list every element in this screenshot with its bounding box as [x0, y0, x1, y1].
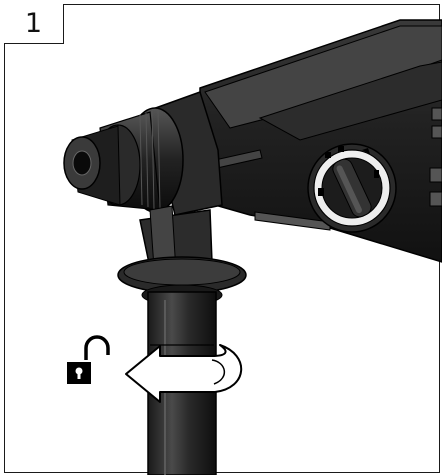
open-padlock-icon [67, 335, 110, 384]
step-number: 1 [24, 8, 43, 39]
drill-chuck [63, 91, 223, 216]
drill-housing [199, 19, 442, 263]
mode-selector-dial [307, 143, 397, 233]
rotate-counterclockwise-arrow-icon [125, 344, 243, 403]
side-handle-collar [139, 205, 213, 273]
step-number-box: 1 [4, 4, 64, 44]
